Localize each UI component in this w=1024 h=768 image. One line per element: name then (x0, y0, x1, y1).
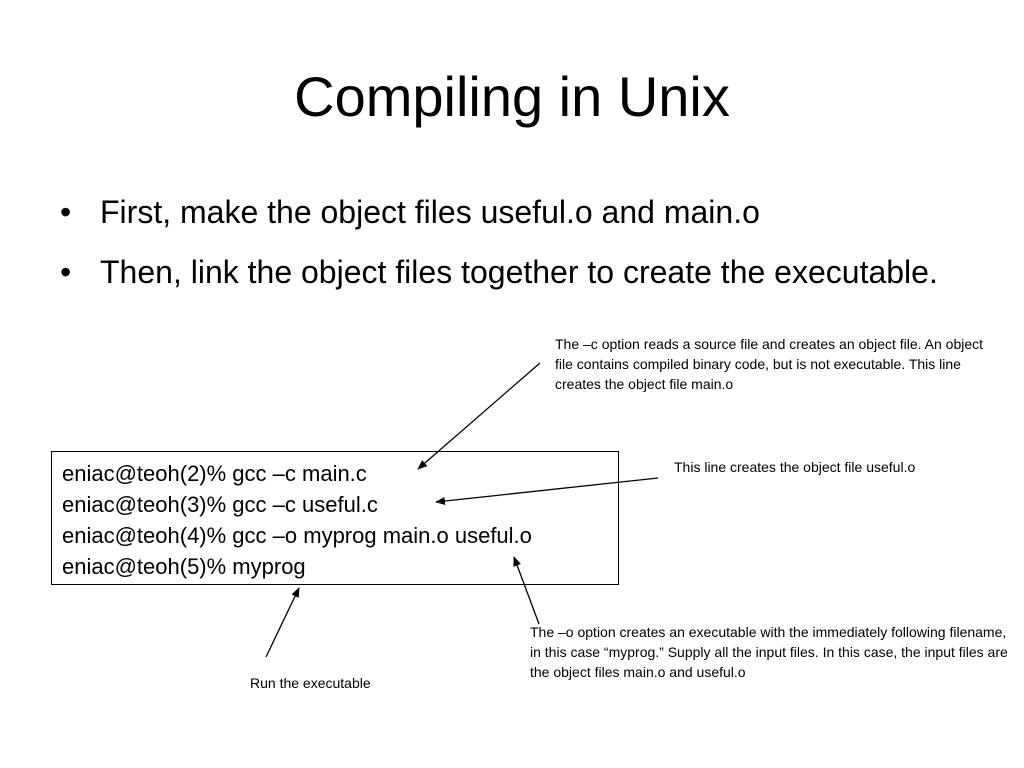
terminal-box: eniac@teoh(2)% gcc –c main.c eniac@teoh(… (51, 451, 619, 585)
bullet-list: • First, make the object files useful.o … (60, 188, 960, 308)
bullet-text: First, make the object files useful.o an… (100, 194, 760, 230)
terminal-line-compile-useful: eniac@teoh(3)% gcc –c useful.c (62, 492, 378, 517)
bullet-marker: • (60, 254, 72, 290)
terminal-line-run: eniac@teoh(5)% myprog (62, 554, 306, 579)
slide-title: Compiling in Unix (294, 65, 730, 128)
bullet-text: Then, link the object files together to … (100, 254, 938, 290)
bullet-marker: • (60, 194, 72, 230)
bullet-item: • First, make the object files useful.o … (60, 188, 960, 236)
annotation-run: Run the executable (250, 675, 371, 691)
annotation-o-option: The –o option creates an executable with… (530, 624, 1008, 680)
annotation-c-option: The –c option reads a source file and cr… (555, 336, 984, 392)
terminal-line-link: eniac@teoh(4)% gcc –o myprog main.o usef… (62, 523, 532, 548)
arrow-to-run-myprog (265, 587, 300, 658)
annotation-useful-line: This line creates the object file useful… (674, 459, 916, 475)
bullet-item: • Then, link the object files together t… (60, 248, 960, 296)
terminal-line-compile-main: eniac@teoh(2)% gcc –c main.c (62, 461, 367, 486)
